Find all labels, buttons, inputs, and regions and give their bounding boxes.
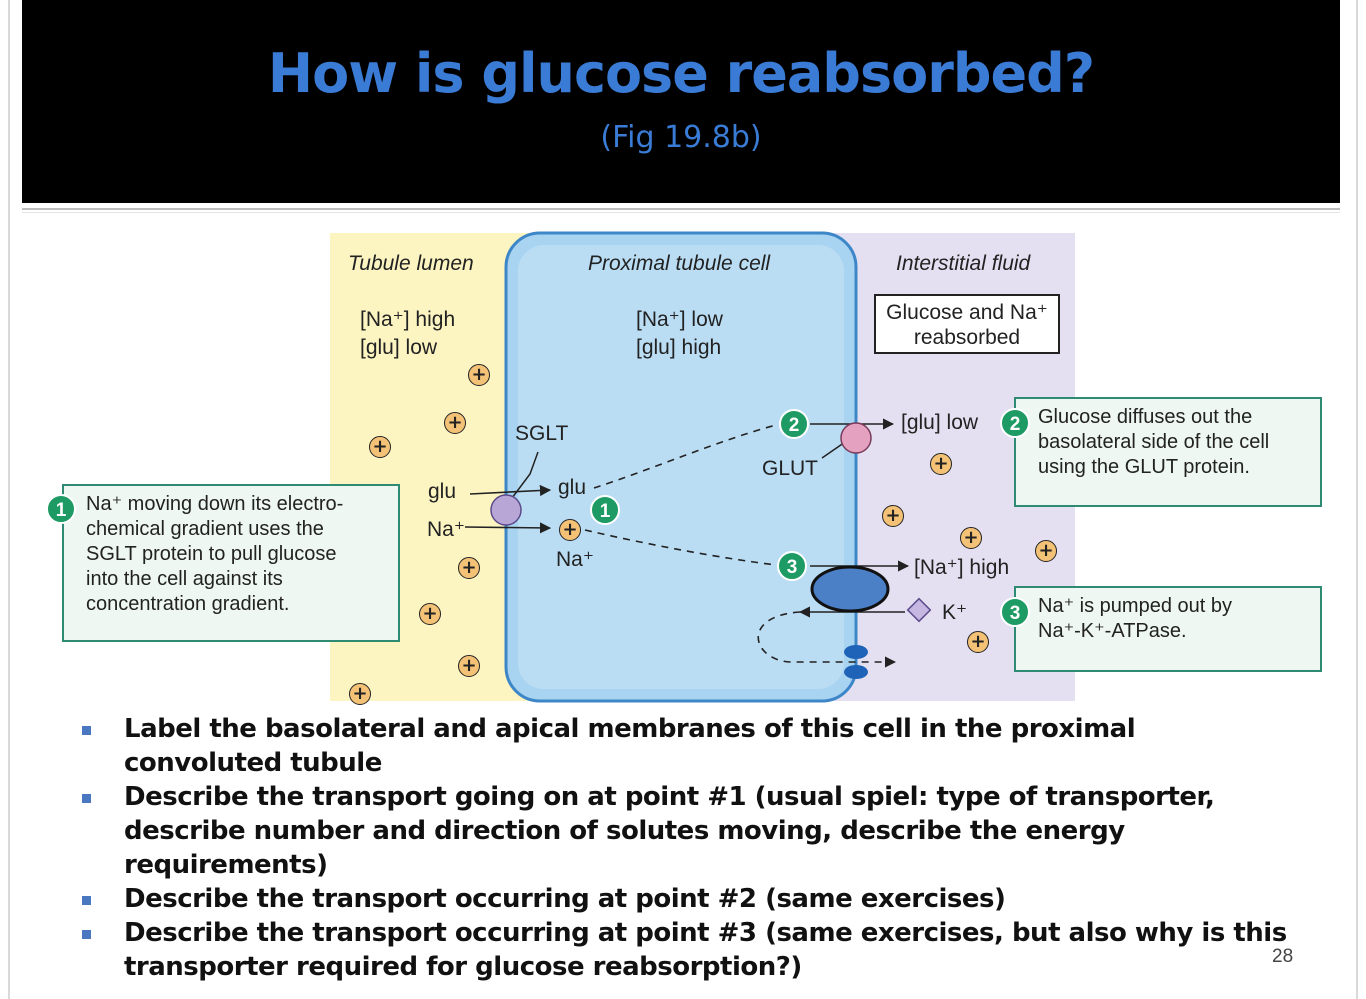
question-list: Label the basolateral and apical membran… [80, 712, 1300, 984]
callout-2-line: using the GLUT protein. [1038, 456, 1250, 478]
lumen-label: Tubule lumen [348, 252, 474, 275]
sodium-ion-icon: + [930, 453, 952, 475]
cell-label: Proximal tubule cell [588, 252, 771, 275]
na-dashed-path [584, 529, 777, 566]
title-bar [22, 0, 1340, 203]
slide-border-right [1356, 0, 1358, 999]
lumen-na-conc: [Na⁺] high [360, 308, 456, 331]
na-cell-label: Na⁺ [556, 548, 594, 571]
k-channel-top [844, 645, 868, 659]
callout-1: Na⁺ moving down its electro- chemical gr… [62, 484, 400, 642]
page-number: 28 [1272, 946, 1294, 967]
point-1-badge: 1 [590, 495, 620, 525]
glut-transporter [840, 422, 872, 454]
slide-subtitle: (Fig 19.8b) [600, 120, 762, 155]
callout-1-line: into the cell against its [86, 568, 283, 590]
sodium-ion-icon: + [419, 603, 441, 625]
cell-inner-glow [518, 245, 844, 689]
sodium-ion-icon: + [369, 436, 391, 458]
question-text: Describe the transport occurring at poin… [124, 918, 1287, 982]
lumen-glu-conc: [glu] low [360, 336, 438, 359]
bullet-square-icon [82, 726, 91, 735]
na-k-atpase [810, 565, 890, 613]
callout-1-line: SGLT protein to pull glucose [86, 543, 337, 565]
reabsorbed-line2: reabsorbed [913, 326, 1021, 349]
sglt-pointer [511, 451, 539, 499]
na-arrow-in [464, 522, 552, 534]
glu-cell-label: glu [558, 476, 587, 499]
question-item: Describe the transport going on at point… [80, 780, 1300, 882]
question-text: Describe the transport occurring at poin… [124, 884, 1006, 914]
question-text: Label the basolateral and apical membran… [124, 714, 1136, 778]
callout-2: Glucose diffuses out the basolateral sid… [1014, 397, 1322, 507]
callout-2-line: Glucose diffuses out the [1038, 406, 1253, 428]
k-recycle-dashed [757, 611, 897, 668]
callout-1-badge: 1 [46, 494, 76, 524]
sodium-ion-icon: + [559, 519, 581, 541]
sodium-ion-icon: + [967, 631, 989, 653]
glut-label: GLUT [762, 457, 819, 480]
sodium-ion-icon: + [458, 655, 480, 677]
sodium-ion-icon: + [960, 527, 982, 549]
k-channel-bottom [844, 665, 868, 679]
sodium-ion-icon: + [468, 364, 490, 386]
callout-2-badge: 2 [1000, 408, 1030, 438]
cell-na-conc: [Na⁺] low [636, 308, 723, 331]
slide-title: How is glucose reabsorbed? [267, 42, 1095, 105]
title-divider-shadow [22, 212, 1340, 213]
sodium-ion-icon: + [444, 412, 466, 434]
callout-1-line: Na⁺ moving down its electro- [86, 493, 344, 515]
callout-3: Na⁺ is pumped out by Na⁺-K⁺-ATPase. [1014, 586, 1322, 672]
sodium-ion-icon: + [349, 683, 371, 705]
sglt-transporter [490, 494, 522, 526]
na-lumen-label: Na⁺ [427, 518, 465, 541]
title-divider [22, 208, 1340, 210]
reabsorbed-line1: Glucose and Na⁺ [886, 301, 1048, 324]
callout-2-line: basolateral side of the cell [1038, 431, 1270, 453]
bullet-square-icon [82, 794, 91, 803]
cell-glu-conc: [glu] high [636, 336, 722, 359]
question-text: Describe the transport going on at point… [124, 782, 1215, 880]
sglt-label: SGLT [515, 422, 569, 445]
bullet-square-icon [82, 896, 91, 905]
k-ion-diamond [906, 597, 932, 623]
sodium-ion-icon: + [882, 505, 904, 527]
point-2-badge: 2 [779, 409, 809, 439]
callout-1-line: chemical gradient uses the [86, 518, 324, 540]
callout-3-badge: 3 [1000, 597, 1030, 627]
bullet-square-icon [82, 930, 91, 939]
question-item: Describe the transport occurring at poin… [80, 882, 1300, 916]
glucose-reabsorption-figure: Tubule lumen Proximal tubule cell Inters… [46, 231, 1322, 705]
question-item: Describe the transport occurring at poin… [80, 916, 1300, 984]
interstitial-label: Interstitial fluid [896, 252, 1031, 275]
callout-3-line: Na⁺ is pumped out by [1038, 595, 1232, 617]
reabsorbed-box: Glucose and Na⁺ reabsorbed [874, 294, 1060, 354]
slide-border-left [8, 0, 10, 999]
glu-dashed-path [593, 424, 777, 489]
na-interstitial-label: [Na⁺] high [914, 556, 1010, 579]
sodium-ion-icon: + [1035, 540, 1057, 562]
glu-arrow-in [469, 484, 552, 497]
question-item: Label the basolateral and apical membran… [80, 712, 1300, 780]
glu-lumen-label: glu [428, 480, 457, 503]
sodium-ion-icon: + [458, 557, 480, 579]
glu-interstitial-label: [glu] low [901, 411, 979, 434]
k-interstitial-label: K⁺ [942, 601, 968, 624]
point-3-badge: 3 [777, 551, 807, 581]
callout-1-line: concentration gradient. [86, 593, 290, 615]
callout-3-line: Na⁺-K⁺-ATPase. [1038, 620, 1187, 642]
